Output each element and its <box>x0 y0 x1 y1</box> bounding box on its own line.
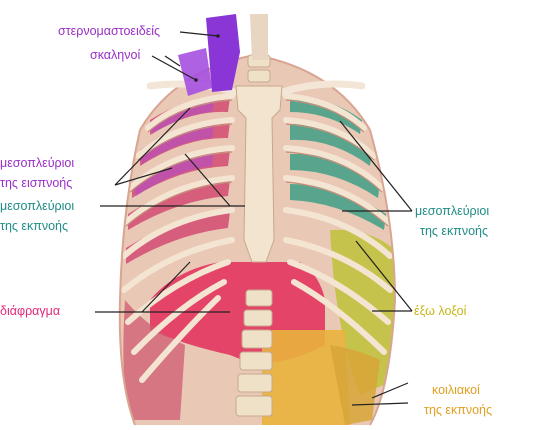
label-sternocleidomastoid: στερνομαστοειδείς <box>58 24 160 39</box>
label-intercostal-exhale-right-line1: μεσοπλεύριοι <box>415 204 489 219</box>
label-abdominals-line1: κοιλιακοί <box>432 383 480 398</box>
label-abdominals-line2: της εκπνοής <box>424 403 492 418</box>
label-intercostal-exhale-left-line1: μεσοπλεύριοι <box>0 199 74 214</box>
label-diaphragm: διάφραγμα <box>0 304 60 319</box>
label-intercostal-exhale-left-line2: της εκπνοής <box>0 219 68 234</box>
label-scalenes: σκαληνοί <box>90 48 140 63</box>
label-intercostal-inhale-line2: της εισπνοής <box>0 176 72 191</box>
label-external-obliques: έξω λοξοί <box>414 304 466 319</box>
label-intercostal-exhale-right-line2: της εκπνοής <box>420 224 488 239</box>
label-intercostal-inhale-line1: μεσοπλεύριοι <box>0 156 74 171</box>
